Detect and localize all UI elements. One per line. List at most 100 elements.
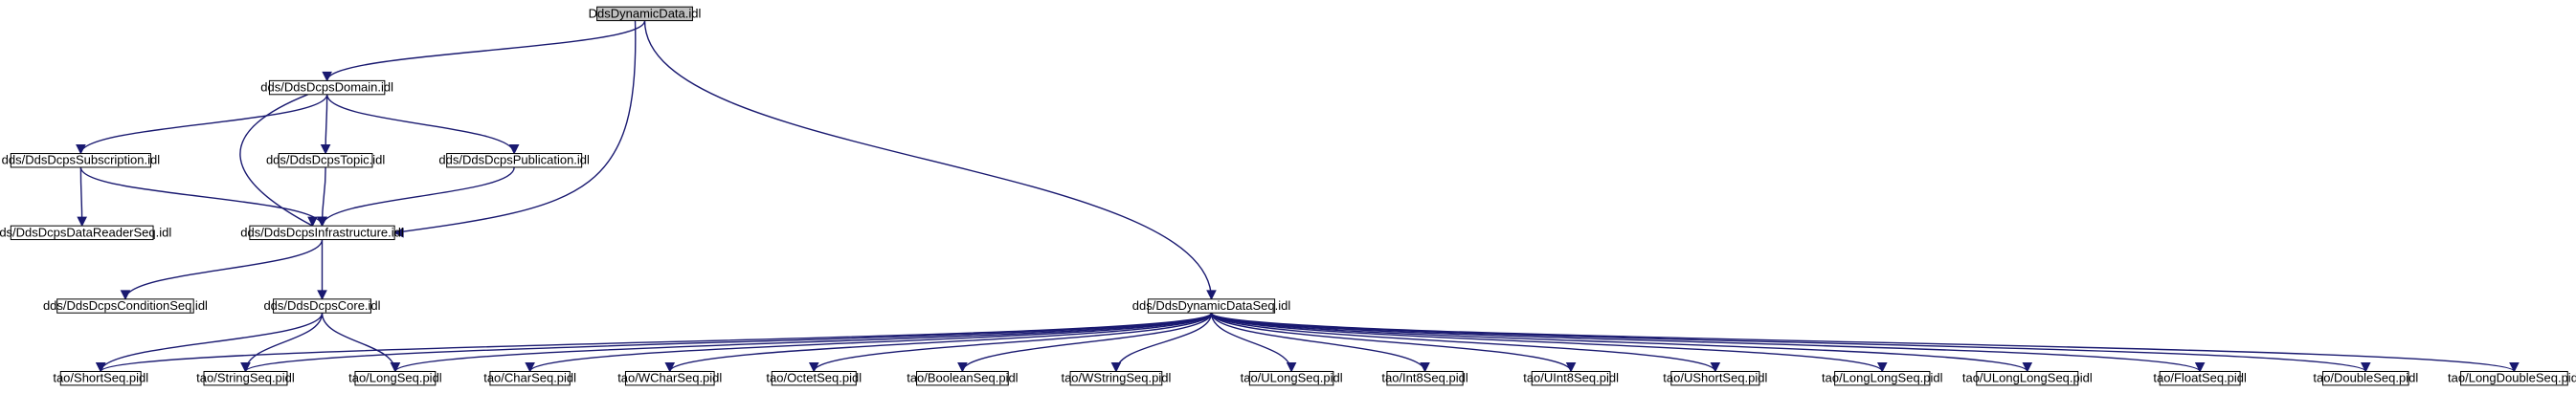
node-infrastructure[interactable]: dds/DdsDcpsInfrastructure.idl bbox=[240, 225, 404, 241]
node-label-longdoubleseq: tao/LongDoubleSeq.pidl bbox=[2448, 371, 2576, 385]
graph-nodes: DdsDynamicData.idl dds/DdsDcpsDomain.idl d… bbox=[0, 6, 2576, 386]
edge-dynseq-to-wcharseq bbox=[669, 312, 1213, 372]
edge-dynseq-to-shortseq bbox=[100, 312, 1213, 373]
node-label-datareaderseq: dds/DdsDcpsDataReaderSeq.idl bbox=[0, 225, 171, 239]
node-label-infrastructure: dds/DdsDcpsInfrastructure.idl bbox=[240, 225, 404, 239]
node-charseq[interactable]: tao/CharSeq.pidl bbox=[483, 371, 576, 386]
node-wstringseq[interactable]: tao/WStringSeq.pidl bbox=[1061, 371, 1171, 386]
node-label-topic: dds/DdsDcpsTopic.idl bbox=[266, 153, 385, 167]
edge-root-to-domain bbox=[325, 20, 646, 81]
node-topic[interactable]: dds/DdsDcpsTopic.idl bbox=[266, 153, 385, 168]
arrowhead-infrastructure-to-core bbox=[317, 290, 327, 300]
node-label-doubleseq: tao/DoubleSeq.pidl bbox=[2313, 371, 2418, 385]
node-box-ushortseq bbox=[1670, 370, 1760, 386]
edge-dynseq-to-int8seq bbox=[1210, 313, 1426, 372]
node-ulonglongseq[interactable]: tao/ULongLongSeq.pidl bbox=[1962, 370, 2093, 386]
node-domain[interactable]: dds/DdsDcpsDomain.idl bbox=[260, 80, 393, 96]
node-box-wcharseq bbox=[624, 370, 715, 386]
node-box-publication bbox=[446, 153, 583, 168]
node-box-floatseq bbox=[2159, 370, 2241, 386]
node-label-root: DdsDynamicData.idl bbox=[589, 6, 702, 20]
node-box-ulongseq bbox=[1248, 370, 1334, 386]
node-box-longlongseq bbox=[1834, 370, 1931, 386]
node-stringseq[interactable]: tao/StringSeq.pidl bbox=[196, 370, 295, 386]
node-box-ulonglongseq bbox=[1976, 370, 2079, 386]
node-dynseq[interactable]: dds/DdsDynamicDataSeq.idl bbox=[1132, 298, 1291, 314]
node-box-longseq bbox=[354, 370, 437, 386]
node-box-infrastructure bbox=[249, 225, 395, 241]
node-label-charseq: tao/CharSeq.pidl bbox=[483, 371, 576, 385]
arrowhead-dynseq-to-ushortseq bbox=[1710, 361, 1721, 373]
edge-core-to-shortseq bbox=[100, 313, 324, 372]
node-label-ushortseq: tao/UShortSeq.pidl bbox=[1663, 371, 1767, 385]
node-root: DdsDynamicData.idl bbox=[589, 6, 702, 22]
graph-arrowheads bbox=[76, 71, 2520, 373]
node-publication[interactable]: dds/DdsDcpsPublication.idl bbox=[438, 153, 590, 168]
arrowhead-dynseq-to-wcharseq bbox=[664, 361, 676, 373]
node-shortseq[interactable]: tao/ShortSeq.pidl bbox=[53, 370, 148, 386]
node-conditionseq[interactable]: dds/DdsDcpsConditionSeq.idl bbox=[43, 298, 208, 314]
node-wcharseq[interactable]: tao/WCharSeq.pidl bbox=[617, 370, 722, 386]
arrowhead-domain-to-infrastructure bbox=[307, 216, 318, 228]
node-longdoubleseq[interactable]: tao/LongDoubleSeq.pidl bbox=[2448, 370, 2576, 386]
node-label-stringseq: tao/StringSeq.pidl bbox=[196, 371, 295, 385]
node-label-longseq: tao/LongSeq.pidl bbox=[348, 371, 442, 385]
node-longlongseq[interactable]: tao/LongLongSeq.pidl bbox=[1822, 370, 1943, 386]
edge-core-to-longseq bbox=[321, 313, 396, 372]
arrowhead-infrastructure-to-conditionseq bbox=[120, 290, 131, 300]
node-label-int8seq: tao/Int8Seq.pidl bbox=[1381, 371, 1467, 385]
node-label-domain: dds/DdsDcpsDomain.idl bbox=[260, 80, 393, 95]
arrowhead-root-to-dynseq bbox=[1206, 290, 1217, 300]
node-label-wstringseq: tao/WStringSeq.pidl bbox=[1061, 371, 1171, 385]
edge-domain-to-publication bbox=[325, 94, 515, 154]
edge-dynseq-to-longseq bbox=[394, 312, 1213, 373]
arrowhead-dynseq-to-doubleseq bbox=[2360, 361, 2371, 373]
edge-dynseq-to-charseq bbox=[528, 312, 1213, 373]
node-ulongseq[interactable]: tao/ULongSeq.pidl bbox=[1241, 370, 1343, 386]
node-box-int8seq bbox=[1386, 370, 1464, 386]
node-ushortseq[interactable]: tao/UShortSeq.pidl bbox=[1663, 370, 1768, 386]
node-box-stringseq bbox=[203, 370, 288, 386]
arrowhead-dynseq-to-booleanseq bbox=[957, 361, 968, 373]
node-subscription[interactable]: dds/DdsDcpsSubscription.idl bbox=[2, 153, 161, 168]
node-octetseq[interactable]: tao/OctetSeq.pidl bbox=[766, 371, 862, 386]
node-longseq[interactable]: tao/LongSeq.pidl bbox=[348, 370, 442, 386]
node-int8seq[interactable]: tao/Int8Seq.pidl bbox=[1381, 370, 1468, 386]
arrowhead-dynseq-to-octetseq bbox=[808, 361, 819, 373]
node-datareaderseq[interactable]: dds/DdsDcpsDataReaderSeq.idl bbox=[0, 225, 171, 241]
node-box-shortseq bbox=[59, 370, 142, 386]
arrowhead-dynseq-to-charseq bbox=[525, 361, 535, 373]
node-label-floatseq: tao/FloatSeq.pidl bbox=[2153, 371, 2247, 385]
node-label-conditionseq: dds/DdsDcpsConditionSeq.idl bbox=[43, 298, 208, 313]
arrowhead-dynseq-to-floatseq bbox=[2194, 361, 2206, 373]
edge-dynseq-to-longdoubleseq bbox=[1210, 312, 2516, 373]
edge-dynseq-to-ulonglongseq bbox=[1210, 312, 2028, 373]
arrowhead-dynseq-to-ulongseq bbox=[1286, 361, 1297, 373]
edge-infrastructure-to-conditionseq bbox=[124, 239, 324, 300]
node-uint8seq[interactable]: tao/UInt8Seq.pidl bbox=[1523, 371, 1619, 386]
arrowhead-dynseq-to-int8seq bbox=[1420, 361, 1430, 373]
edge-dynseq-to-doubleseq bbox=[1210, 312, 2366, 373]
node-label-shortseq: tao/ShortSeq.pidl bbox=[53, 371, 148, 385]
arrowhead-domain-to-publication bbox=[508, 144, 520, 155]
node-label-wcharseq: tao/WCharSeq.pidl bbox=[617, 371, 722, 385]
node-box-doubleseq bbox=[2322, 370, 2409, 386]
node-doubleseq[interactable]: tao/DoubleSeq.pidl bbox=[2313, 370, 2418, 386]
node-core[interactable]: dds/DdsDcpsCore.idl bbox=[263, 298, 381, 314]
node-box-longdoubleseq bbox=[2460, 370, 2568, 386]
node-booleanseq[interactable]: tao/BooleanSeq.pidl bbox=[907, 370, 1019, 386]
edge-dynseq-to-ushortseq bbox=[1210, 312, 1716, 372]
arrowhead-domain-to-topic bbox=[320, 144, 331, 155]
arrowhead-dynseq-to-uint8seq bbox=[1565, 361, 1577, 373]
node-label-ulonglongseq: tao/ULongLongSeq.pidl bbox=[1962, 371, 2093, 385]
edge-root-to-infrastructure bbox=[394, 20, 637, 234]
node-floatseq[interactable]: tao/FloatSeq.pidl bbox=[2153, 370, 2247, 386]
edge-dynseq-to-floatseq bbox=[1210, 312, 2201, 373]
node-box-booleanseq bbox=[916, 370, 1009, 386]
edge-publication-to-infrastructure bbox=[321, 166, 515, 227]
arrowhead-dynseq-to-wstringseq bbox=[1110, 361, 1122, 373]
arrowhead-subscription-to-datareaderseq bbox=[77, 216, 87, 228]
node-box-conditionseq bbox=[56, 298, 194, 314]
node-label-booleanseq: tao/BooleanSeq.pidl bbox=[907, 371, 1018, 385]
